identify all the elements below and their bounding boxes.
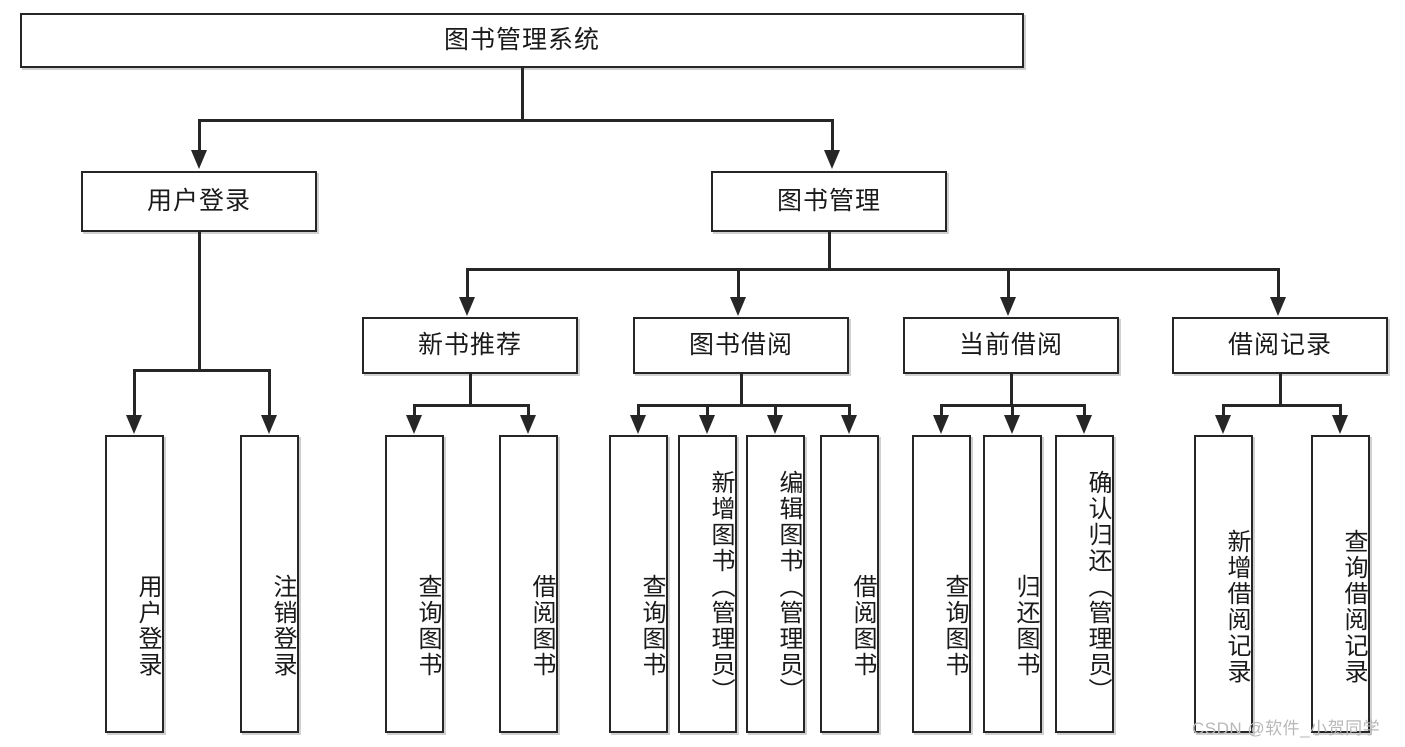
arrow-to-bb-leaf-2 [699,415,715,434]
connector-cb-stem [1010,374,1013,406]
connector-user-login-drop-1 [133,369,136,416]
connector-cb-drop-1 [940,404,943,416]
leaf-cb-query-book[interactable]: 查询图书 [912,435,971,733]
arrow-to-cb-leaf-2 [1004,415,1020,434]
node-book-borrow[interactable]: 图书借阅 [633,317,849,374]
node-root-book-management-system[interactable]: 图书管理系统 [20,13,1024,68]
node-current-borrow[interactable]: 当前借阅 [903,317,1119,374]
connector-nbr-bar [413,404,529,407]
connector-nbr-stem [469,374,472,406]
leaf-label: 确认归还（管理员） [1084,470,1111,704]
connector-book-management-stem [828,232,831,270]
leaf-user-login[interactable]: 用户登录 [105,435,164,733]
leaf-label: 借阅图书 [528,574,555,678]
arrow-to-book-borrow [730,297,746,316]
leaf-label: 借阅图书 [849,574,876,678]
leaf-label: 查询图书 [414,574,441,678]
node-label: 图书借阅 [688,331,793,360]
leaf-bb-query-book[interactable]: 查询图书 [609,435,668,733]
arrow-to-br-leaf-1 [1215,415,1231,434]
connector-nbr-drop-2 [527,404,530,416]
leaf-label: 新增图书（管理员） [707,470,734,704]
connector-level2-bar [198,119,834,122]
connector-br-bar [1222,404,1341,407]
arrow-to-cb-leaf-3 [1076,415,1092,434]
node-new-book-recommend[interactable]: 新书推荐 [362,317,578,374]
arrow-to-borrow-record [1270,297,1286,316]
node-label: 借阅记录 [1227,331,1332,360]
connector-bb-drop-3 [774,404,777,416]
connector-level3-drop-1 [466,268,469,298]
node-book-management[interactable]: 图书管理 [711,171,947,232]
leaf-nbr-borrow-book[interactable]: 借阅图书 [499,435,558,733]
connector-bb-stem [740,374,743,406]
leaf-br-add-record[interactable]: 新增借阅记录 [1194,435,1253,733]
connector-level2-drop-left [198,119,201,151]
node-label: 用户登录 [146,187,251,216]
connector-br-stem [1279,374,1282,406]
leaf-br-query-record[interactable]: 查询借阅记录 [1311,435,1370,733]
node-label: 新书推荐 [417,331,522,360]
arrow-to-br-leaf-2 [1332,415,1348,434]
connector-level3-drop-3 [1007,268,1010,298]
leaf-label: 注销登录 [269,574,296,678]
connector-level3-drop-2 [737,268,740,298]
leaf-label: 归还图书 [1012,574,1039,678]
connector-user-login-bar [133,369,270,372]
node-borrow-record[interactable]: 借阅记录 [1172,317,1388,374]
connector-root-stem [521,68,524,120]
connector-br-drop-2 [1339,404,1342,416]
connector-bb-bar [637,404,850,407]
arrow-to-current-borrow [1000,297,1016,316]
connector-br-drop-1 [1222,404,1225,416]
leaf-bb-edit-book-admin[interactable]: 编辑图书（管理员） [746,435,805,733]
leaf-cb-return-book[interactable]: 归还图书 [983,435,1042,733]
arrow-to-new-book-recommend [459,297,475,316]
connector-user-login-stem [198,232,201,371]
leaf-bb-borrow-book[interactable]: 借阅图书 [820,435,879,733]
node-user-login[interactable]: 用户登录 [81,171,317,232]
connector-bb-drop-2 [706,404,709,416]
connector-bb-drop-4 [848,404,851,416]
node-label: 当前借阅 [958,331,1063,360]
arrow-to-bb-leaf-3 [767,415,783,434]
leaf-logout[interactable]: 注销登录 [240,435,299,733]
arrow-to-cb-leaf-1 [933,415,949,434]
connector-cb-drop-2 [1011,404,1014,416]
node-label: 图书管理系统 [443,26,600,55]
leaf-label: 查询图书 [638,574,665,678]
connector-level2-drop-right [831,119,834,151]
connector-nbr-drop-1 [413,404,416,416]
arrow-to-user-login [191,150,207,169]
leaf-label: 用户登录 [134,574,161,678]
leaf-label: 编辑图书（管理员） [775,470,802,704]
arrow-to-user-login-leaf [126,415,142,434]
connector-level3-drop-4 [1277,268,1280,298]
leaf-cb-confirm-return-admin[interactable]: 确认归还（管理员） [1055,435,1114,733]
watermark-csdn: CSDN @软件_小贺同学 [1192,719,1381,738]
leaf-label: 新增借阅记录 [1223,529,1250,685]
connector-user-login-drop-2 [268,369,271,416]
leaf-nbr-query-book[interactable]: 查询图书 [385,435,444,733]
connector-bb-drop-1 [637,404,640,416]
arrow-to-bb-leaf-4 [841,415,857,434]
connector-level3-bar [466,268,1279,271]
arrow-to-book-management [824,150,840,169]
arrow-to-logout-leaf [261,415,277,434]
node-label: 图书管理 [776,187,881,216]
arrow-to-nbr-leaf-2 [520,415,536,434]
leaf-bb-add-book-admin[interactable]: 新增图书（管理员） [678,435,737,733]
leaf-label: 查询借阅记录 [1340,529,1367,685]
leaf-label: 查询图书 [941,574,968,678]
arrow-to-nbr-leaf-1 [406,415,422,434]
connector-cb-drop-3 [1083,404,1086,416]
arrow-to-bb-leaf-1 [630,415,646,434]
